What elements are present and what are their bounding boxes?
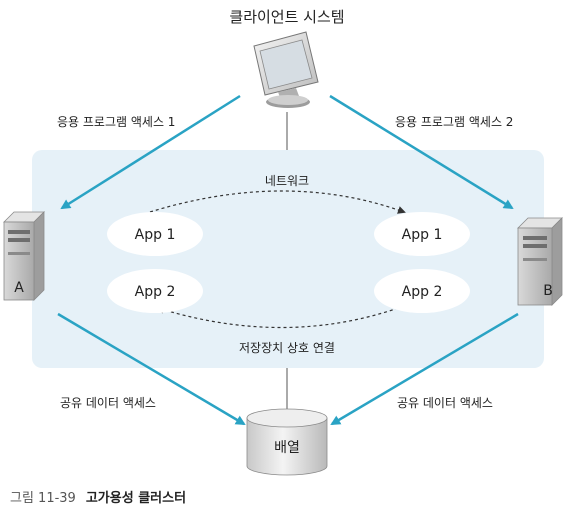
figure-number: 그림 11-39 xyxy=(10,491,76,506)
arrow-shared-left xyxy=(57,312,246,426)
label-shared-right: 공유 데이터 액세스 xyxy=(397,396,493,410)
figure-caption: 그림 11-39 고가용성 클러스터 xyxy=(10,487,186,506)
right-app2-label: App 2 xyxy=(402,284,443,300)
label-app-access-2: 응용 프로그램 액세스 2 xyxy=(395,115,513,129)
figure-title: 고가용성 클러스터 xyxy=(85,491,187,506)
storage-cylinder-icon xyxy=(246,408,328,476)
label-network: 네트워크 xyxy=(265,174,309,188)
right-app1-label: App 1 xyxy=(402,227,443,243)
left-app2-oval xyxy=(107,269,203,313)
arrow-shared-right xyxy=(330,312,519,426)
right-app1-oval xyxy=(374,212,470,256)
left-app2-label: App 2 xyxy=(135,284,176,300)
arrow-app-access-2 xyxy=(329,94,514,210)
server-b-label: B xyxy=(543,283,553,299)
network-arc xyxy=(149,190,406,214)
monitor-icon xyxy=(253,31,319,108)
server-b-icon xyxy=(517,217,563,306)
client-system-title: 클라이언트 시스템 xyxy=(229,8,344,26)
server-a-label: A xyxy=(14,280,24,296)
left-app1-oval xyxy=(107,212,203,256)
interconnect-arc xyxy=(156,305,405,329)
left-app1-label: App 1 xyxy=(135,227,176,243)
label-interconnect: 저장장치 상호 연결 xyxy=(239,341,335,355)
label-shared-left: 공유 데이터 액세스 xyxy=(60,396,156,410)
label-app-access-1: 응용 프로그램 액세스 1 xyxy=(57,115,175,129)
server-a-icon xyxy=(3,211,45,301)
storage-label: 배열 xyxy=(274,440,300,456)
right-app2-oval xyxy=(374,269,470,313)
arrow-app-access-1 xyxy=(60,94,241,210)
